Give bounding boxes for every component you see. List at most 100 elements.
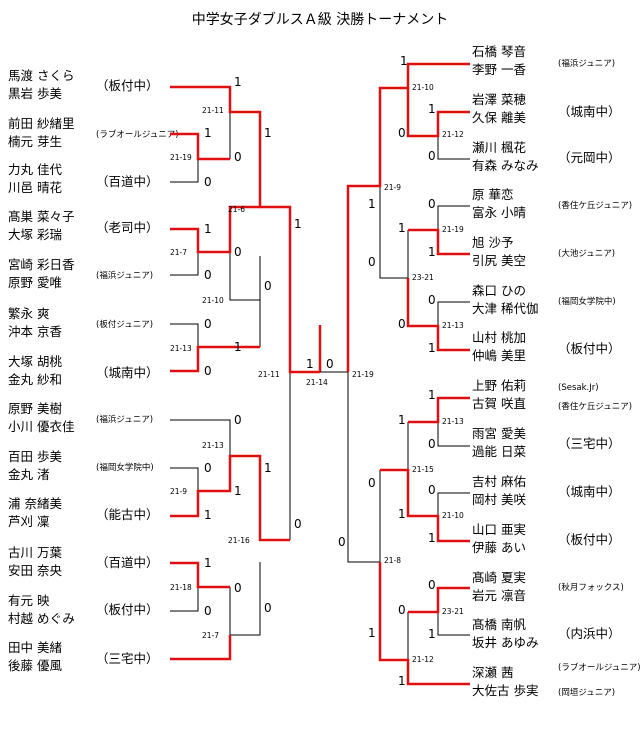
bracket-lines [170,62,470,686]
score: 0 [204,317,212,331]
score: 21-12 [412,655,434,664]
player-name: 山口 亜実 [472,522,526,537]
player-name: 楠元 芽生 [8,134,62,149]
score: 0 [398,126,406,140]
score: 21-6 [228,205,245,214]
winner-line [406,88,470,138]
player-name: 有森 みなみ [472,158,538,173]
left-pair-6: 繁永 爽 沖本 京香 (板付ジュニア) [8,306,153,339]
score: 21-18 [170,583,192,592]
player-name: 過能 日菜 [472,444,526,459]
score: 1 [428,627,436,641]
left-pair-11: 古川 万葉 安田 奈央 （百道中） [8,545,159,578]
score: 0 [428,578,436,592]
score: 21-19 [170,153,192,162]
right-pair-6: 森口 ひの 大津 稀代伽 (福岡女学院中) [472,283,616,316]
left-entries: 馬渡 さくら 黒岩 歩美 （板付中） 前田 紗緒里 楠元 芽生 (ラブオールジュ… [8,68,179,673]
right-pair-3: 瀬川 楓花 有森 みなみ （元岡中） [472,140,621,173]
player-name: 力丸 佳代 [8,162,62,177]
club-label: （板付中） [558,532,621,547]
left-pair-4: 髙巣 菜々子 大塚 彩瑞 （老司中） [8,209,159,242]
score: 21-12 [442,130,464,139]
club-label: （三宅中） [96,651,159,666]
bracket-line [437,612,470,636]
player-name: 髙巣 菜々子 [8,209,74,224]
score: 21-9 [384,183,401,192]
score: 21-7 [170,248,187,257]
score: 21-14 [306,378,328,387]
bracket-line [437,301,470,326]
score: 21-11 [202,106,224,115]
player-name: 森口 ひの [472,283,526,298]
score: 1 [264,126,272,140]
score: 21-13 [170,344,192,353]
player-name: 馬渡 さくら [8,68,74,83]
score: 0 [428,483,436,497]
club-label: (福浜ジュニア) [558,58,615,69]
score: 21-19 [442,225,464,234]
score: 21-11 [258,370,280,379]
winner-line [378,562,470,686]
player-name: 後藤 優風 [8,658,62,673]
score: 0 [428,149,436,163]
club-label: （老司中） [96,220,159,235]
score: 0 [264,279,272,293]
left-pair-7: 大塚 胡桃 金丸 紗和 （城南中） [8,354,159,387]
bracket-line [170,159,199,183]
score: 1 [204,126,212,140]
winner-line [408,228,470,256]
club-label: (大池ジュニア) [558,248,615,259]
score: 1 [204,556,212,570]
player-name: 瀬川 楓花 [472,140,526,155]
winner-line [346,62,470,372]
club-label: （板付中） [558,341,621,356]
score: 23-21 [442,607,464,616]
club-label: (Sesak.Jr) [558,383,599,393]
club-label: (福浜ジュニア) [96,270,153,281]
club-label: (板付ジュニア) [96,319,153,330]
player-name: 黒岩 歩美 [8,86,62,101]
bracket-line [437,492,470,516]
player-name: 金丸 渚 [8,467,49,482]
club-label: （城南中） [558,484,621,499]
score: 1 [264,461,272,475]
player-name: 沖本 京香 [8,324,62,339]
score: 21-10 [412,83,434,92]
score: 0 [428,437,436,451]
score: 21-15 [412,465,434,474]
bracket-line [170,419,231,464]
player-name: 大塚 胡桃 [8,354,62,369]
player-name: 吉村 麻佑 [472,474,526,489]
bracket-line [437,422,470,447]
player-name: 原 華恋 [472,187,513,202]
score: 1 [428,102,436,116]
player-name: 百田 歩美 [8,449,62,464]
score: 0 [204,604,212,618]
score: 1 [306,357,314,371]
player-name: 大津 稀代伽 [472,301,538,316]
bracket-line [170,252,199,276]
score: 23-21 [412,273,434,282]
club-label: (香住ケ丘ジュニア) [558,200,632,211]
score: 1 [400,54,408,68]
score: 1 [398,507,406,521]
player-name: 芦刈 凜 [8,514,49,529]
left-pair-2: 前田 紗緒里 楠元 芽生 (ラブオールジュニア) [8,116,179,149]
left-pair-1: 馬渡 さくら 黒岩 歩美 （板付中） [8,68,159,101]
score: 0 [234,581,242,595]
club-label: (福岡女学院中) [96,462,154,473]
score: 1 [204,222,212,236]
left-pair-3: 力丸 佳代 川邑 晴花 （百道中） [8,162,159,195]
player-name: 古川 万葉 [8,545,62,560]
player-name: 原野 美樹 [8,401,62,416]
player-name: 大佐古 歩実 [472,683,538,698]
score: 0 [204,461,212,475]
player-name: 岩澤 菜穂 [472,92,526,107]
left-pair-10: 浦 奈緒美 芦刈 凜 （能古中） [8,496,159,529]
player-name: 大塚 彩瑞 [8,227,62,242]
player-name: 仲嶋 美里 [472,348,526,363]
score: 0 [326,357,334,371]
player-name: 坂井 あゆみ [472,635,538,650]
bracket-line [170,467,199,491]
left-pair-5: 宮崎 彩日香 原野 愛唯 (福浜ジュニア) [8,257,153,290]
